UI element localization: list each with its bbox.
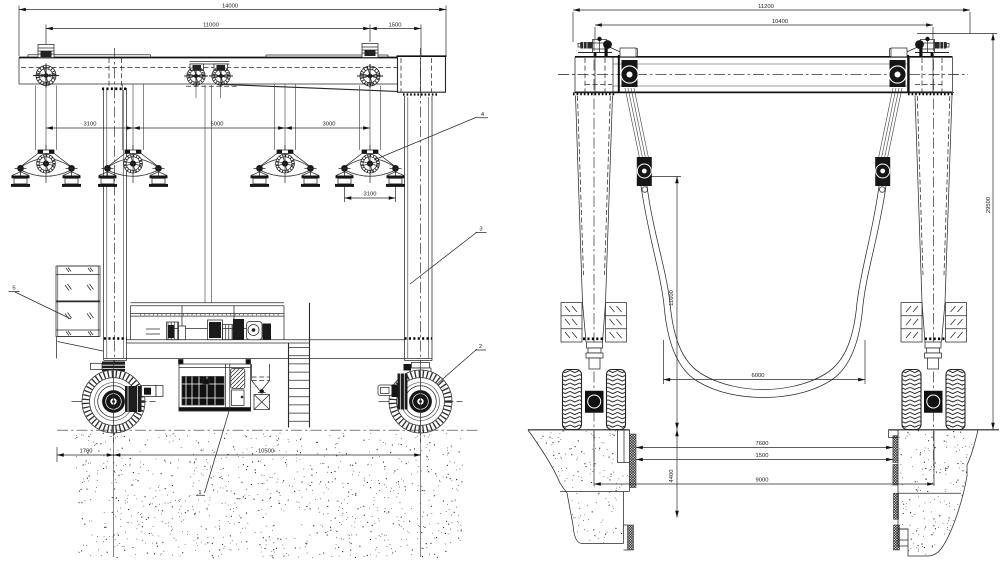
svg-text:14000: 14000	[222, 4, 238, 10]
svg-text:3100: 3100	[84, 122, 97, 128]
svg-text:5000: 5000	[211, 122, 224, 128]
svg-text:6000: 6000	[752, 373, 765, 379]
svg-text:4400: 4400	[669, 470, 675, 483]
svg-text:1: 1	[198, 490, 201, 496]
svg-text:5: 5	[12, 286, 15, 292]
svg-text:3000: 3000	[323, 122, 336, 128]
svg-text:11200: 11200	[758, 4, 774, 10]
svg-text:3: 3	[479, 227, 482, 233]
svg-text:11600: 11600	[669, 290, 675, 306]
svg-text:1500: 1500	[756, 453, 769, 459]
svg-text:11000: 11000	[203, 23, 219, 29]
svg-text:2: 2	[479, 344, 482, 350]
svg-text:7600: 7600	[756, 441, 769, 447]
svg-text:10500: 10500	[258, 449, 274, 455]
svg-text:29500: 29500	[986, 197, 992, 213]
svg-text:1500: 1500	[389, 23, 402, 29]
svg-text:9000: 9000	[756, 478, 769, 484]
svg-text:4: 4	[481, 112, 485, 118]
svg-text:3100: 3100	[364, 192, 377, 198]
svg-text:10400: 10400	[772, 19, 788, 25]
svg-text:1700: 1700	[80, 449, 93, 455]
